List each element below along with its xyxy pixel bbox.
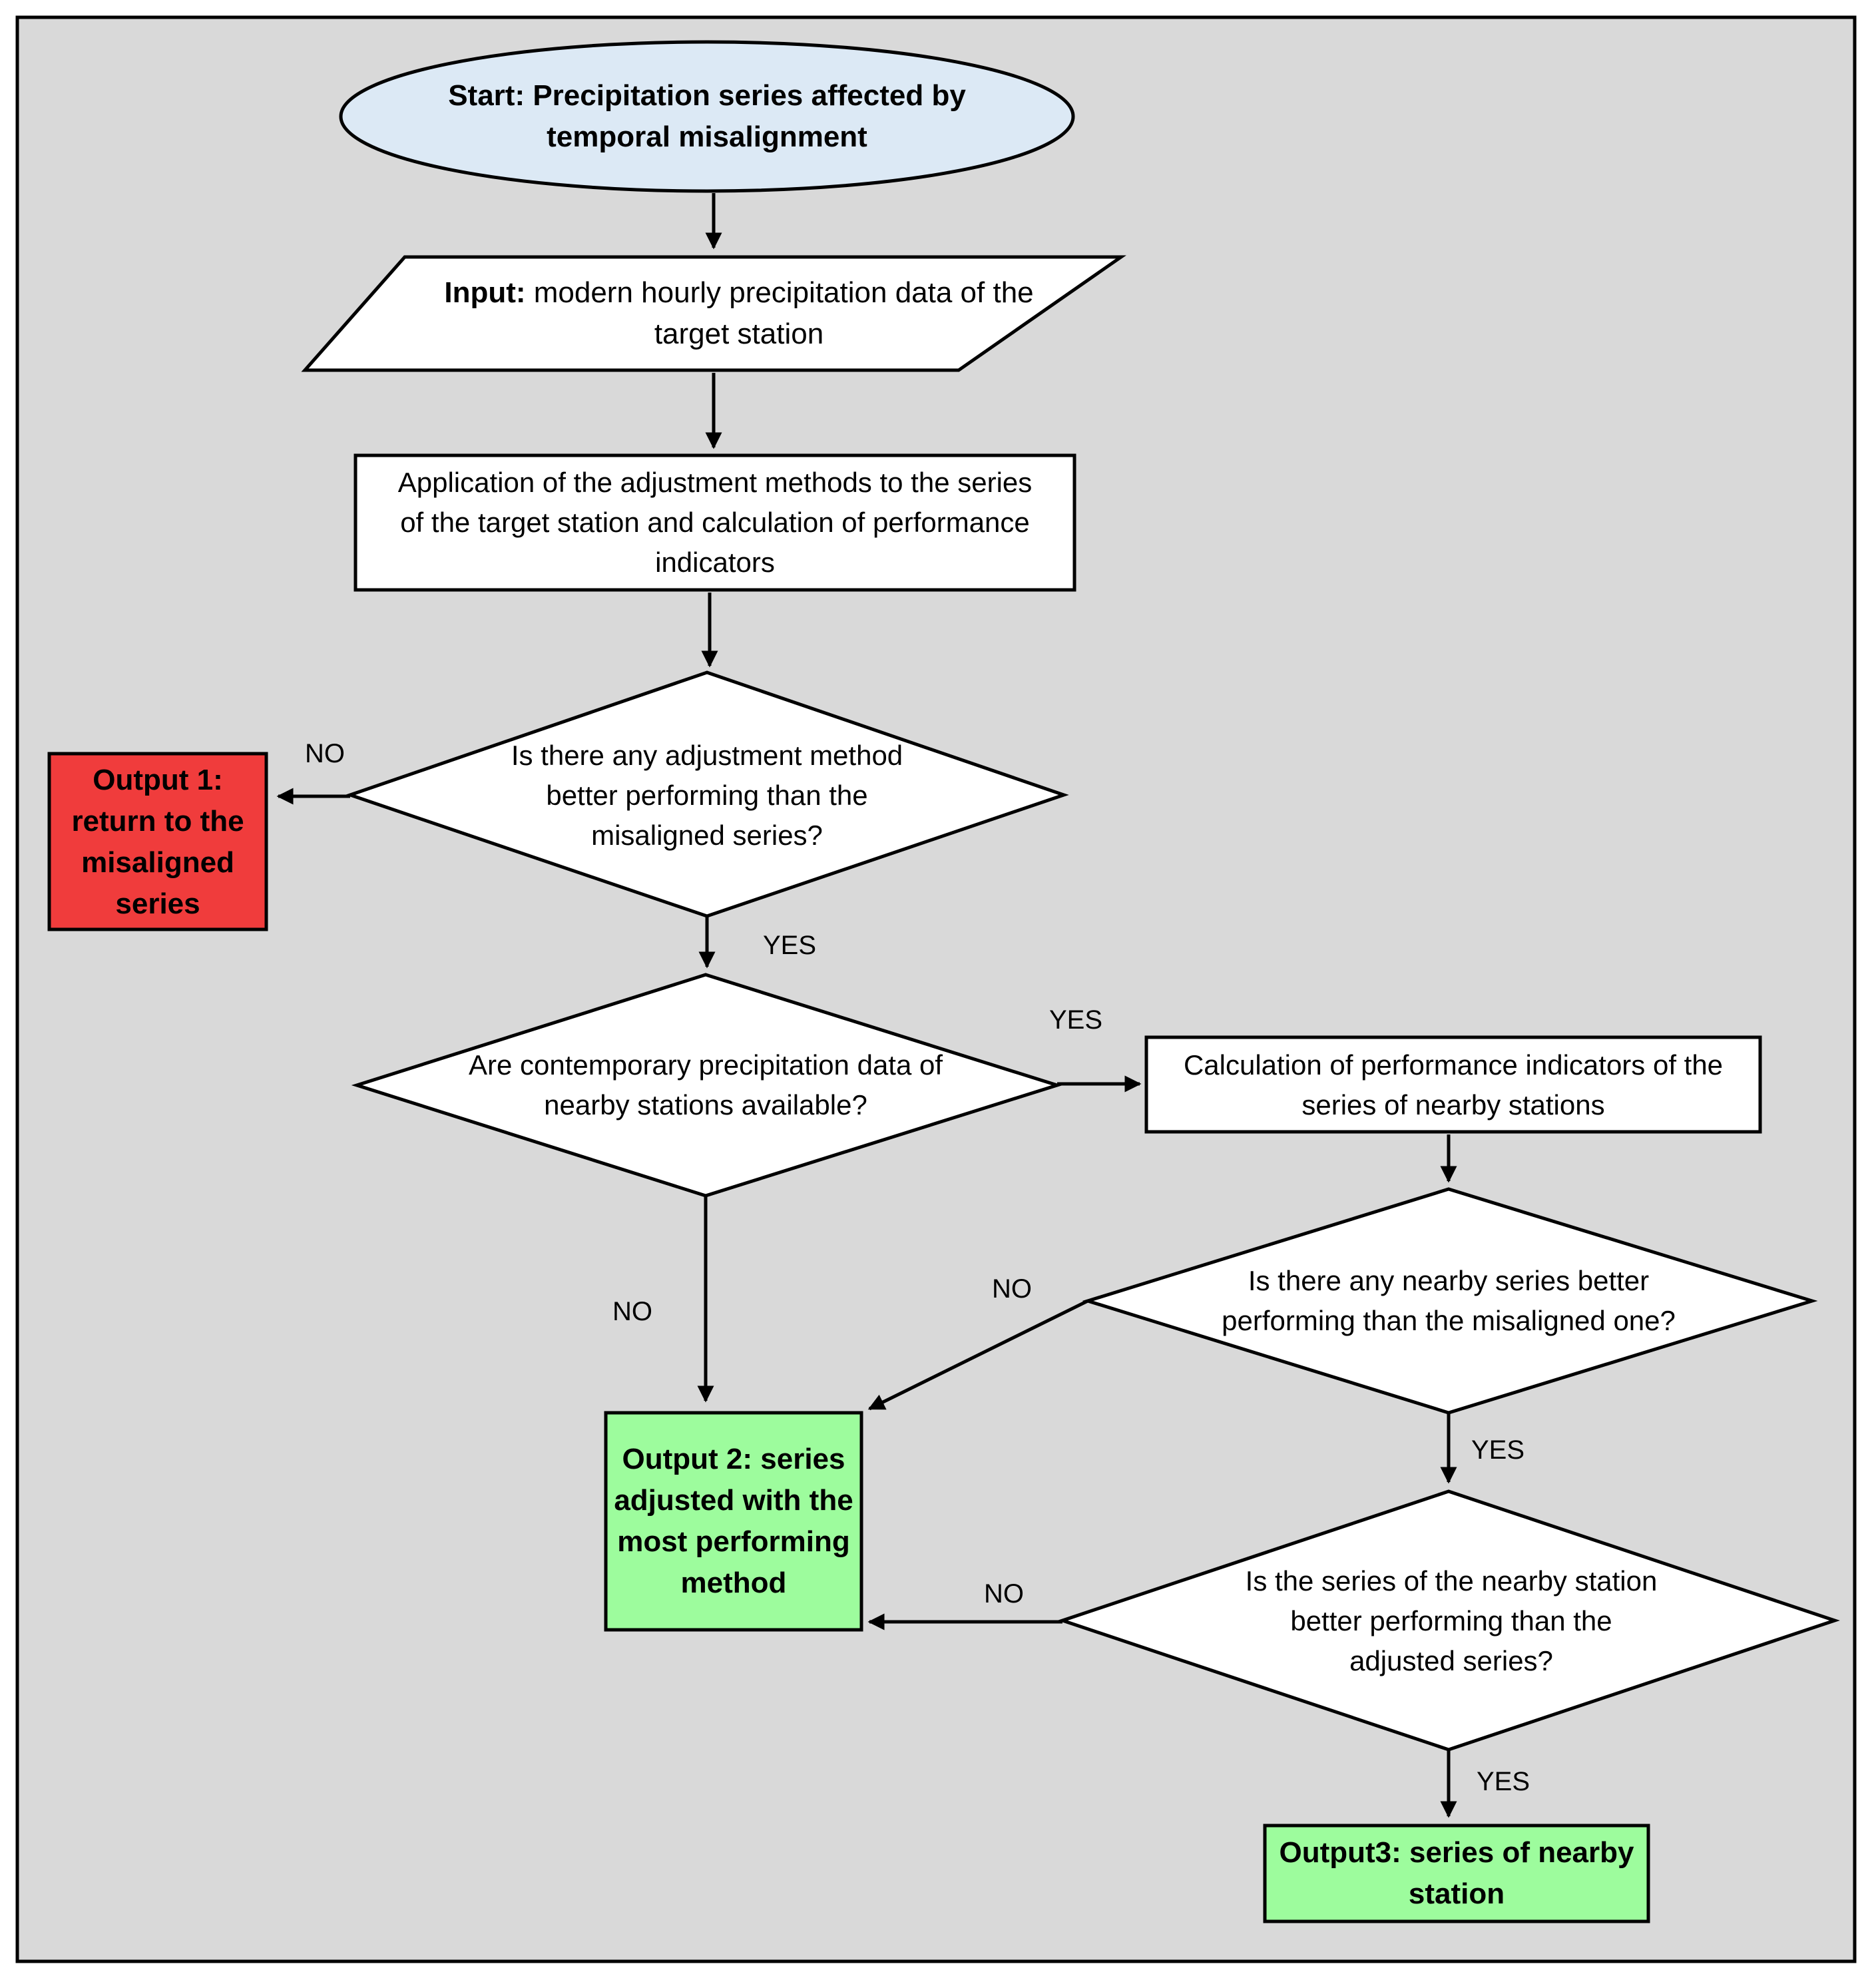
output2-node-text: Output 2: series adjusted with the most … [614, 1443, 853, 1599]
decision3-node-text: Is there any nearby series better perfor… [1222, 1265, 1676, 1336]
output1-node-label: Output 1: return to the misaligned serie… [56, 759, 260, 925]
decision2-node-label: Are contemporary precipitation data of n… [466, 1043, 945, 1128]
edge-label-d1-no: NO [305, 739, 345, 768]
start-node-label: Start: Precipitation series affected by … [426, 67, 988, 166]
output3-node-text: Output3: series of nearby station [1279, 1836, 1634, 1910]
application-node-text: Application of the adjustment methods to… [397, 467, 1033, 578]
output3-node-label: Output3: series of nearby station [1272, 1831, 1642, 1916]
start-node-shape [339, 40, 1075, 193]
start-node-text: Start: Precipitation series affected by … [448, 79, 966, 153]
application-node-shape [353, 453, 1076, 592]
calculation-node-label: Calculation of performance indicators of… [1153, 1043, 1754, 1128]
decision2-node-text: Are contemporary precipitation data of n… [468, 1049, 943, 1120]
edge-label-d3-yes: YES [1471, 1435, 1525, 1465]
output1-node-shape [47, 752, 268, 931]
calculation-node-text: Calculation of performance indicators of… [1183, 1049, 1724, 1120]
application-node-label: Application of the adjustment methods to… [390, 459, 1040, 586]
input-node-label: Input: modern hourly precipitation data … [439, 265, 1039, 362]
decision4-node-text: Is the series of the nearby station bett… [1245, 1565, 1658, 1676]
edge-label-d2-no: NO [612, 1297, 652, 1326]
connector-decision3-no-to-output2 [867, 1299, 1089, 1411]
decision1-node-label: Is there any adjustment method better pe… [510, 732, 904, 859]
input-node-label-text: modern hourly precipitation data of the … [525, 276, 1034, 350]
edge-label-d2-yes: YES [1049, 1005, 1103, 1035]
edge-label-d3-no: NO [992, 1274, 1032, 1304]
calculation-node-shape [1144, 1035, 1762, 1134]
edge-label-d4-yes: YES [1477, 1767, 1530, 1796]
output1-node-text: Output 1: return to the misaligned serie… [71, 764, 244, 920]
decision3-node-label: Is there any nearby series better perfor… [1196, 1258, 1702, 1344]
output2-node-shape [604, 1411, 863, 1632]
decision1-node-text: Is there any adjustment method better pe… [511, 740, 903, 851]
output3-node-shape [1263, 1824, 1650, 1923]
input-node-label-bold: Input: [444, 276, 526, 309]
edge-label-d4-no: NO [984, 1579, 1024, 1609]
input-node-shape [301, 255, 1126, 372]
edge-label-d1-yes: YES [763, 931, 817, 960]
decision4-node-label: Is the series of the nearby station bett… [1238, 1558, 1664, 1684]
output2-node-label: Output 2: series adjusted with the most … [611, 1418, 856, 1624]
